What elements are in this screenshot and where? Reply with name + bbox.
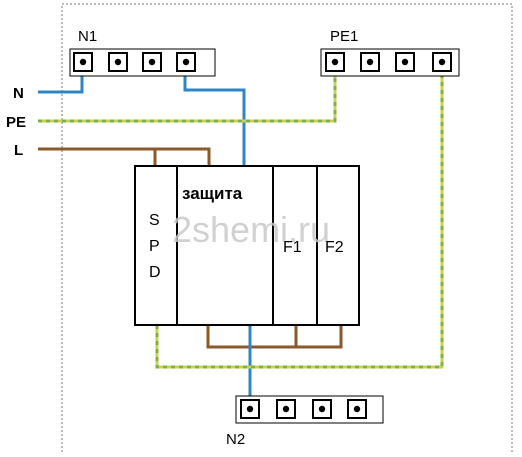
terminal-screw — [432, 52, 452, 72]
wire-label-l: L — [14, 142, 23, 159]
terminal-screw — [325, 52, 345, 72]
f2-module — [316, 165, 360, 326]
f1-label: F1 — [283, 239, 302, 256]
wire-label-pe: PE — [6, 114, 26, 131]
terminal-screw — [312, 399, 332, 419]
terminal-block-n1 — [69, 48, 216, 77]
terminal-block-pe1 — [320, 48, 460, 77]
terminal-screw — [395, 52, 415, 72]
protection-label: защита — [182, 184, 243, 203]
spd-label-s: S — [149, 212, 160, 229]
spd-label-d: D — [149, 264, 161, 281]
terminal-screw — [73, 52, 93, 72]
terminal-label-pe1: PE1 — [330, 28, 358, 45]
terminal-screw — [176, 52, 196, 72]
terminal-screw — [142, 52, 162, 72]
l-wire — [38, 147, 343, 349]
f1-module — [272, 165, 318, 326]
terminal-screw — [347, 399, 367, 419]
terminal-screw — [108, 52, 128, 72]
terminal-screw — [360, 52, 380, 72]
pe-wire — [38, 64, 444, 369]
f2-label: F2 — [325, 239, 344, 256]
watermark: 2shemi.ru — [172, 209, 330, 250]
enclosure-border — [61, 3, 513, 452]
wire-label-n: N — [13, 85, 24, 102]
spd-label-p: P — [149, 238, 160, 255]
terminal-block-n2 — [235, 395, 384, 424]
spd-module — [134, 165, 178, 326]
protection-module — [176, 165, 274, 326]
terminal-screw — [276, 399, 296, 419]
device-modules — [134, 165, 360, 326]
terminal-label-n2: N2 — [226, 431, 245, 448]
terminal-label-n1: N1 — [78, 28, 97, 45]
terminal-screw — [240, 399, 260, 419]
